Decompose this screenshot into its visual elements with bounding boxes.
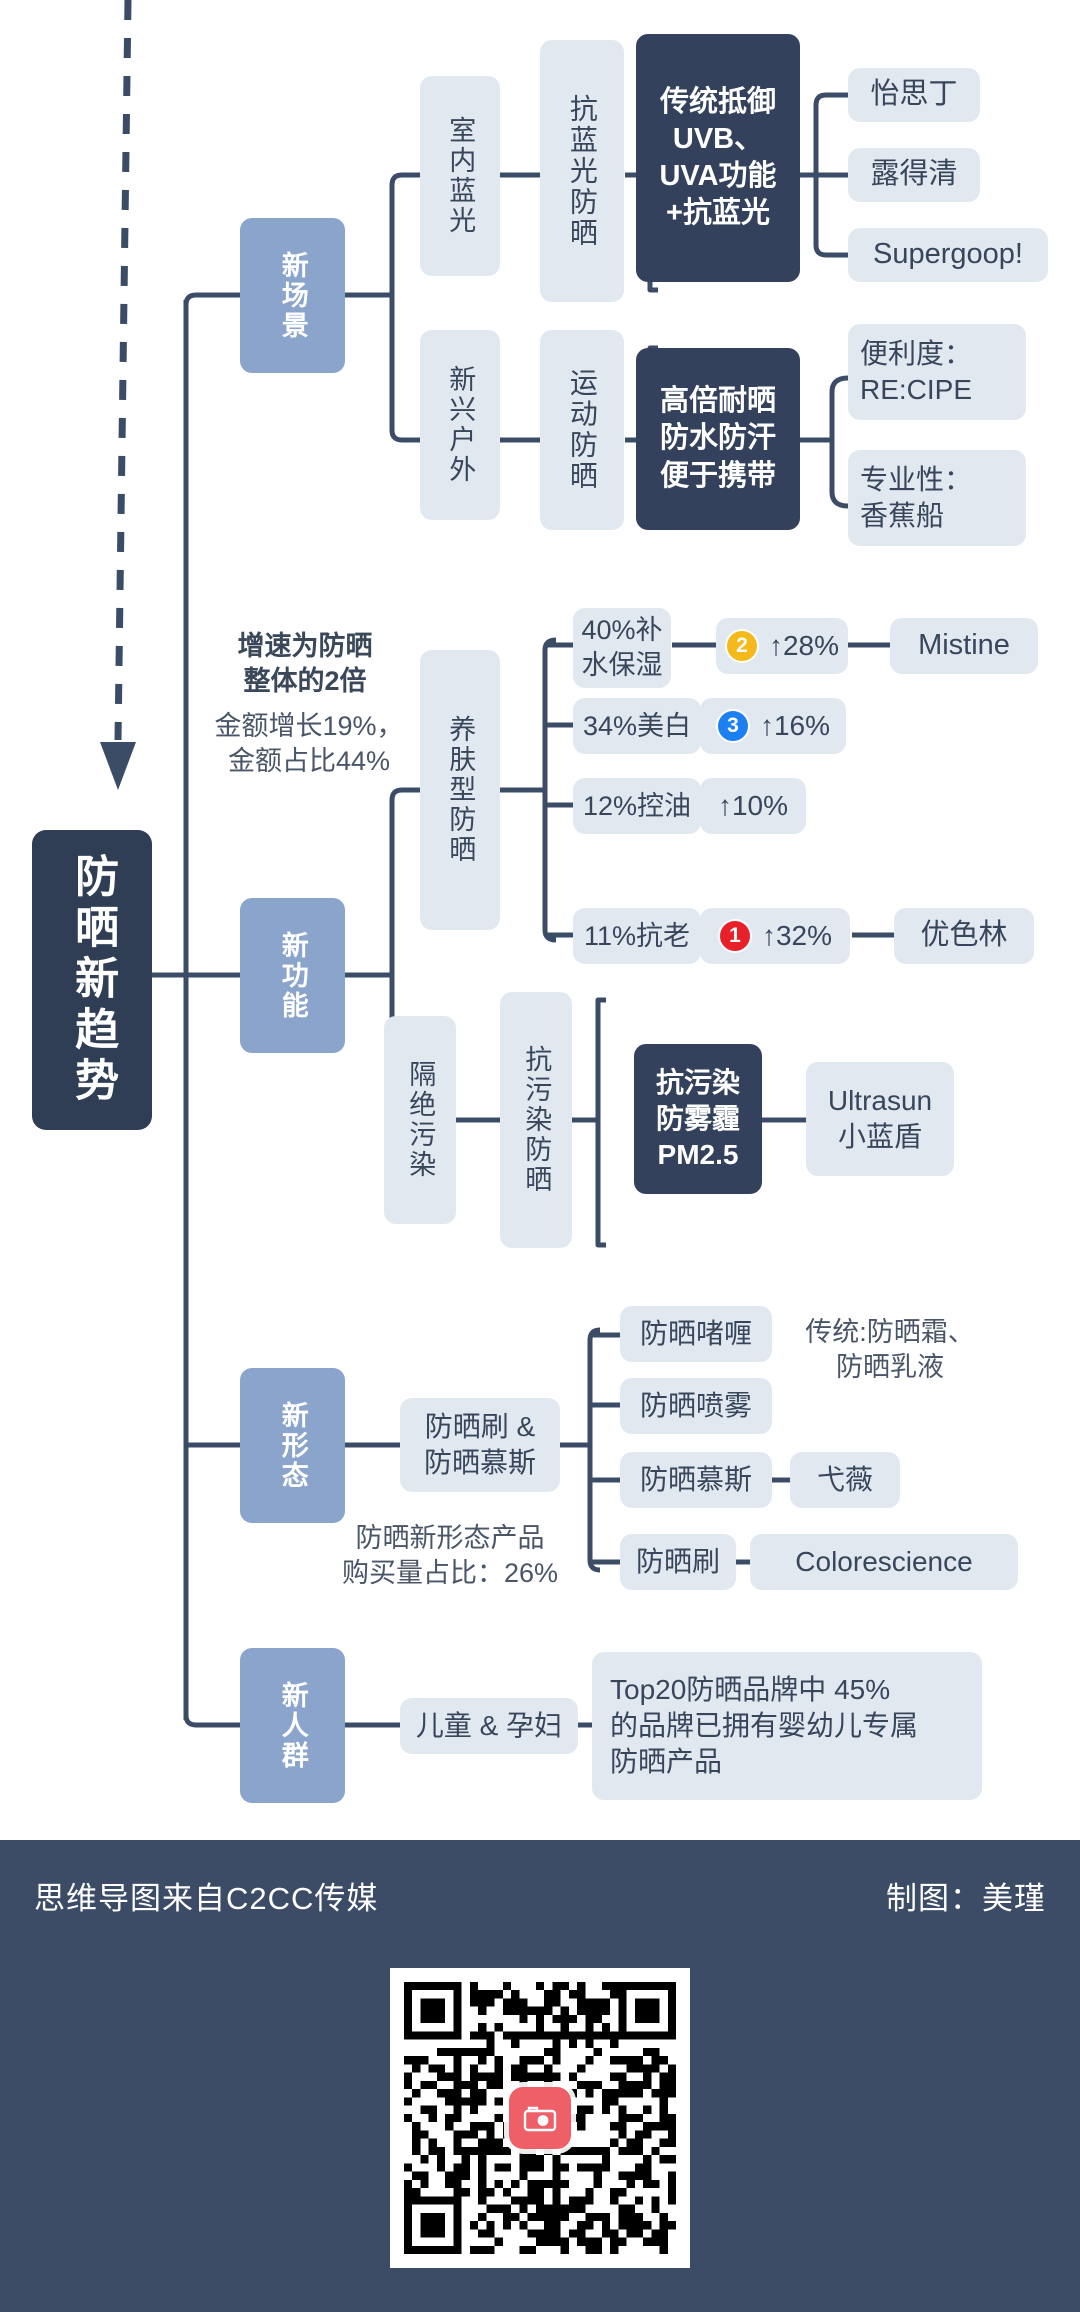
skincare-row-2-share[interactable]: 12%控油 <box>573 778 701 834</box>
growth-value: ↑32% <box>761 920 833 952</box>
function-note-plain: 金额增长19%， 金额占比44% <box>214 711 404 776</box>
form-traditional-note: 传统:防晒霜、 防晒乳液 <box>805 1317 975 1382</box>
qr-svg <box>404 1982 676 2254</box>
camera-glyph <box>523 2106 557 2132</box>
scene-detail-uv-blue[interactable]: 传统抵御 UVB、 UVA功能+抗蓝光 <box>636 34 800 282</box>
form-note-plain: 防晒新形态产品 购买量占比：26% <box>341 1523 559 1588</box>
scene-outdoor-brand-0[interactable]: 便利度： RE:CIPE <box>848 324 1026 420</box>
function-note-bold: 增速为防晒 整体的2倍 <box>237 631 373 696</box>
form-item-2-brand[interactable]: 弋薇 <box>790 1452 900 1508</box>
branch-node-audience[interactable]: 新人群 <box>240 1648 345 1803</box>
scene-detail-sport[interactable]: 高倍耐晒 防水防汗 便于携带 <box>636 348 800 530</box>
function-child-skincare[interactable]: 养肤型防晒 <box>420 650 500 930</box>
skincare-row-2-growth[interactable]: ↑10% <box>700 778 806 834</box>
footer: 思维导图来自C2CC传媒 制图：美瑾 <box>0 1840 1080 2312</box>
camera-icon <box>509 2087 571 2149</box>
growth-value: ↑16% <box>759 710 831 742</box>
skincare-row-1-growth[interactable]: 3 ↑16% <box>700 698 846 754</box>
branch-node-function[interactable]: 新功能 <box>240 898 345 1053</box>
growth-value: ↑28% <box>768 630 840 662</box>
qr-code[interactable] <box>390 1968 690 2268</box>
skincare-row-3-growth[interactable]: 1 ↑32% <box>700 908 850 964</box>
mindmap-canvas: 防晒新趋势 新场景 室内蓝光 新兴户外 抗蓝光防晒 运动防晒 传统抵御 UVB、… <box>32 0 1048 1803</box>
scene-brand-1[interactable]: 露得清 <box>848 148 980 202</box>
pollution-detail[interactable]: 抗污染 防雾霾 PM2.5 <box>634 1044 762 1194</box>
scene-outdoor-brand-1[interactable]: 专业性： 香蕉船 <box>848 450 1026 546</box>
qr-matrix <box>404 1982 676 2254</box>
skincare-row-1-share[interactable]: 34%美白 <box>573 698 701 754</box>
form-item-0[interactable]: 防晒啫喱 <box>620 1306 772 1362</box>
scene-brand-0[interactable]: 怡思丁 <box>848 68 980 122</box>
rank-badge-1: 1 <box>717 919 752 953</box>
footer-bar: 思维导图来自C2CC传媒 制图：美瑾 <box>0 1840 1080 1950</box>
function-child-pollution[interactable]: 隔绝污染 <box>384 1016 456 1224</box>
scene-child-indoor[interactable]: 室内蓝光 <box>420 76 500 276</box>
form-item-3[interactable]: 防晒刷 <box>620 1534 736 1590</box>
scene-child-outdoor[interactable]: 新兴户外 <box>420 330 500 520</box>
rank-badge-2: 2 <box>724 629 759 663</box>
root-node[interactable]: 防晒新趋势 <box>32 830 152 1130</box>
scene-sub-blue-light[interactable]: 抗蓝光防晒 <box>540 40 624 302</box>
pollution-sub[interactable]: 抗污染防晒 <box>500 992 572 1248</box>
audience-detail[interactable]: Top20防晒品牌中 45% 的品牌已拥有婴幼儿专属 防晒产品 <box>592 1652 982 1800</box>
skincare-row-0-growth[interactable]: 2 ↑28% <box>716 618 848 674</box>
footer-source: 思维导图来自C2CC传媒 <box>34 1880 379 1916</box>
scene-sub-sport[interactable]: 运动防晒 <box>540 330 624 530</box>
branch-node-form[interactable]: 新形态 <box>240 1368 345 1523</box>
skincare-row-0-brand[interactable]: Mistine <box>890 618 1038 674</box>
skincare-row-3-brand[interactable]: 优色林 <box>894 908 1034 964</box>
branch-node-scene[interactable]: 新场景 <box>240 218 345 373</box>
skincare-row-3-share[interactable]: 11%抗老 <box>573 908 701 964</box>
skincare-row-0-share[interactable]: 40%补 水保湿 <box>573 608 671 688</box>
form-item-1[interactable]: 防晒喷雾 <box>620 1378 772 1434</box>
audience-sub[interactable]: 儿童 & 孕妇 <box>400 1698 578 1754</box>
scene-brand-2[interactable]: Supergoop! <box>848 228 1048 282</box>
rank-badge-3: 3 <box>715 709 750 743</box>
pollution-brand[interactable]: Ultrasun 小蓝盾 <box>806 1062 954 1176</box>
form-item-3-brand[interactable]: Colorescience <box>750 1534 1018 1590</box>
form-item-2[interactable]: 防晒慕斯 <box>620 1452 772 1508</box>
form-sub-brush-mousse[interactable]: 防晒刷 & 防晒慕斯 <box>400 1398 560 1492</box>
footer-credit: 制图：美瑾 <box>886 1880 1046 1916</box>
